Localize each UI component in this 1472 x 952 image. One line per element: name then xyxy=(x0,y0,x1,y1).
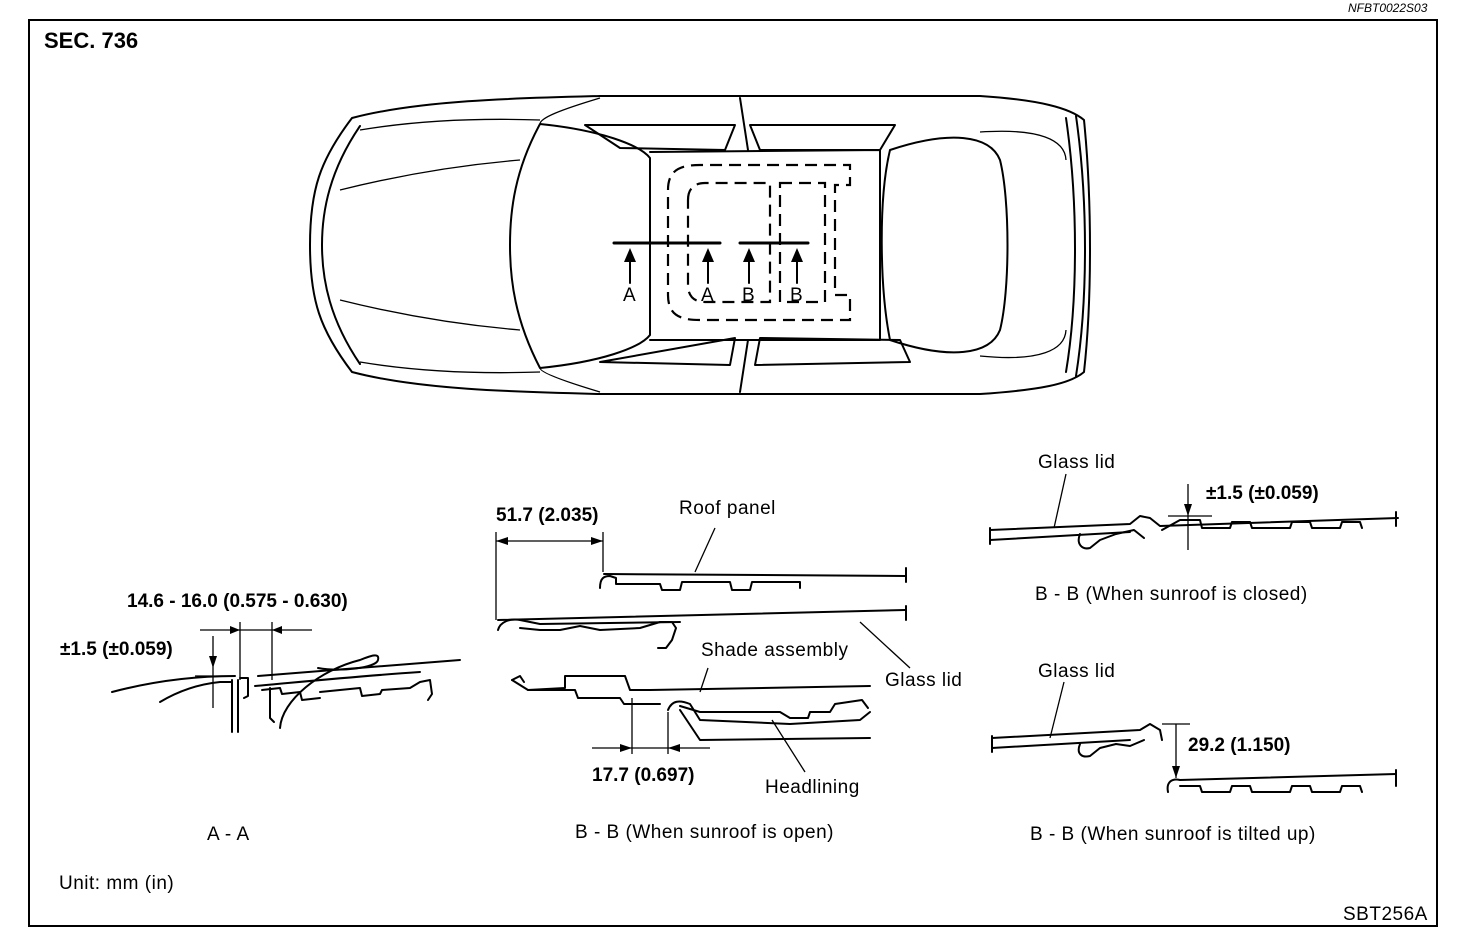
label-glass-lid-tilted: Glass lid xyxy=(1038,661,1116,682)
figure-code: SBT256A xyxy=(1343,904,1428,925)
section-marker-b-right: B xyxy=(790,285,804,306)
label-shade-assembly: Shade assembly xyxy=(701,640,849,661)
label-roof-panel: Roof panel xyxy=(679,498,776,519)
unit-note: Unit: mm (in) xyxy=(59,873,175,894)
section-marker-a-right: A xyxy=(701,285,715,306)
aa-flush-dimension: ±1.5 (±0.059) xyxy=(60,639,173,660)
bb-tilted-caption: B - B (When sunroof is tilted up) xyxy=(1030,824,1316,845)
aa-caption: A - A xyxy=(207,824,250,845)
bb-open-17-dimension: 17.7 (0.697) xyxy=(592,765,695,786)
label-glass-lid-closed: Glass lid xyxy=(1038,452,1116,473)
label-headlining: Headlining xyxy=(765,777,860,798)
section-arrows xyxy=(624,248,803,284)
bb-tilted-dimension: 29.2 (1.150) xyxy=(1188,735,1291,756)
bb-closed-dimension: ±1.5 (±0.059) xyxy=(1206,483,1319,504)
document-id: NFBT0022S03 xyxy=(1348,1,1428,15)
bb-closed-caption: B - B (When sunroof is closed) xyxy=(1035,584,1308,605)
bb-open-51-dimension: 51.7 (2.035) xyxy=(496,505,599,526)
aa-gap-dimension: 14.6 - 16.0 (0.575 - 0.630) xyxy=(127,591,348,612)
section-marker-a-left: A xyxy=(623,285,637,306)
section-marker-b-left: B xyxy=(742,285,756,306)
figure-frame xyxy=(28,19,1438,927)
bb-open-caption: B - B (When sunroof is open) xyxy=(575,822,834,843)
label-glass-lid-open: Glass lid xyxy=(885,670,963,691)
section-title: SEC. 736 xyxy=(44,28,139,53)
